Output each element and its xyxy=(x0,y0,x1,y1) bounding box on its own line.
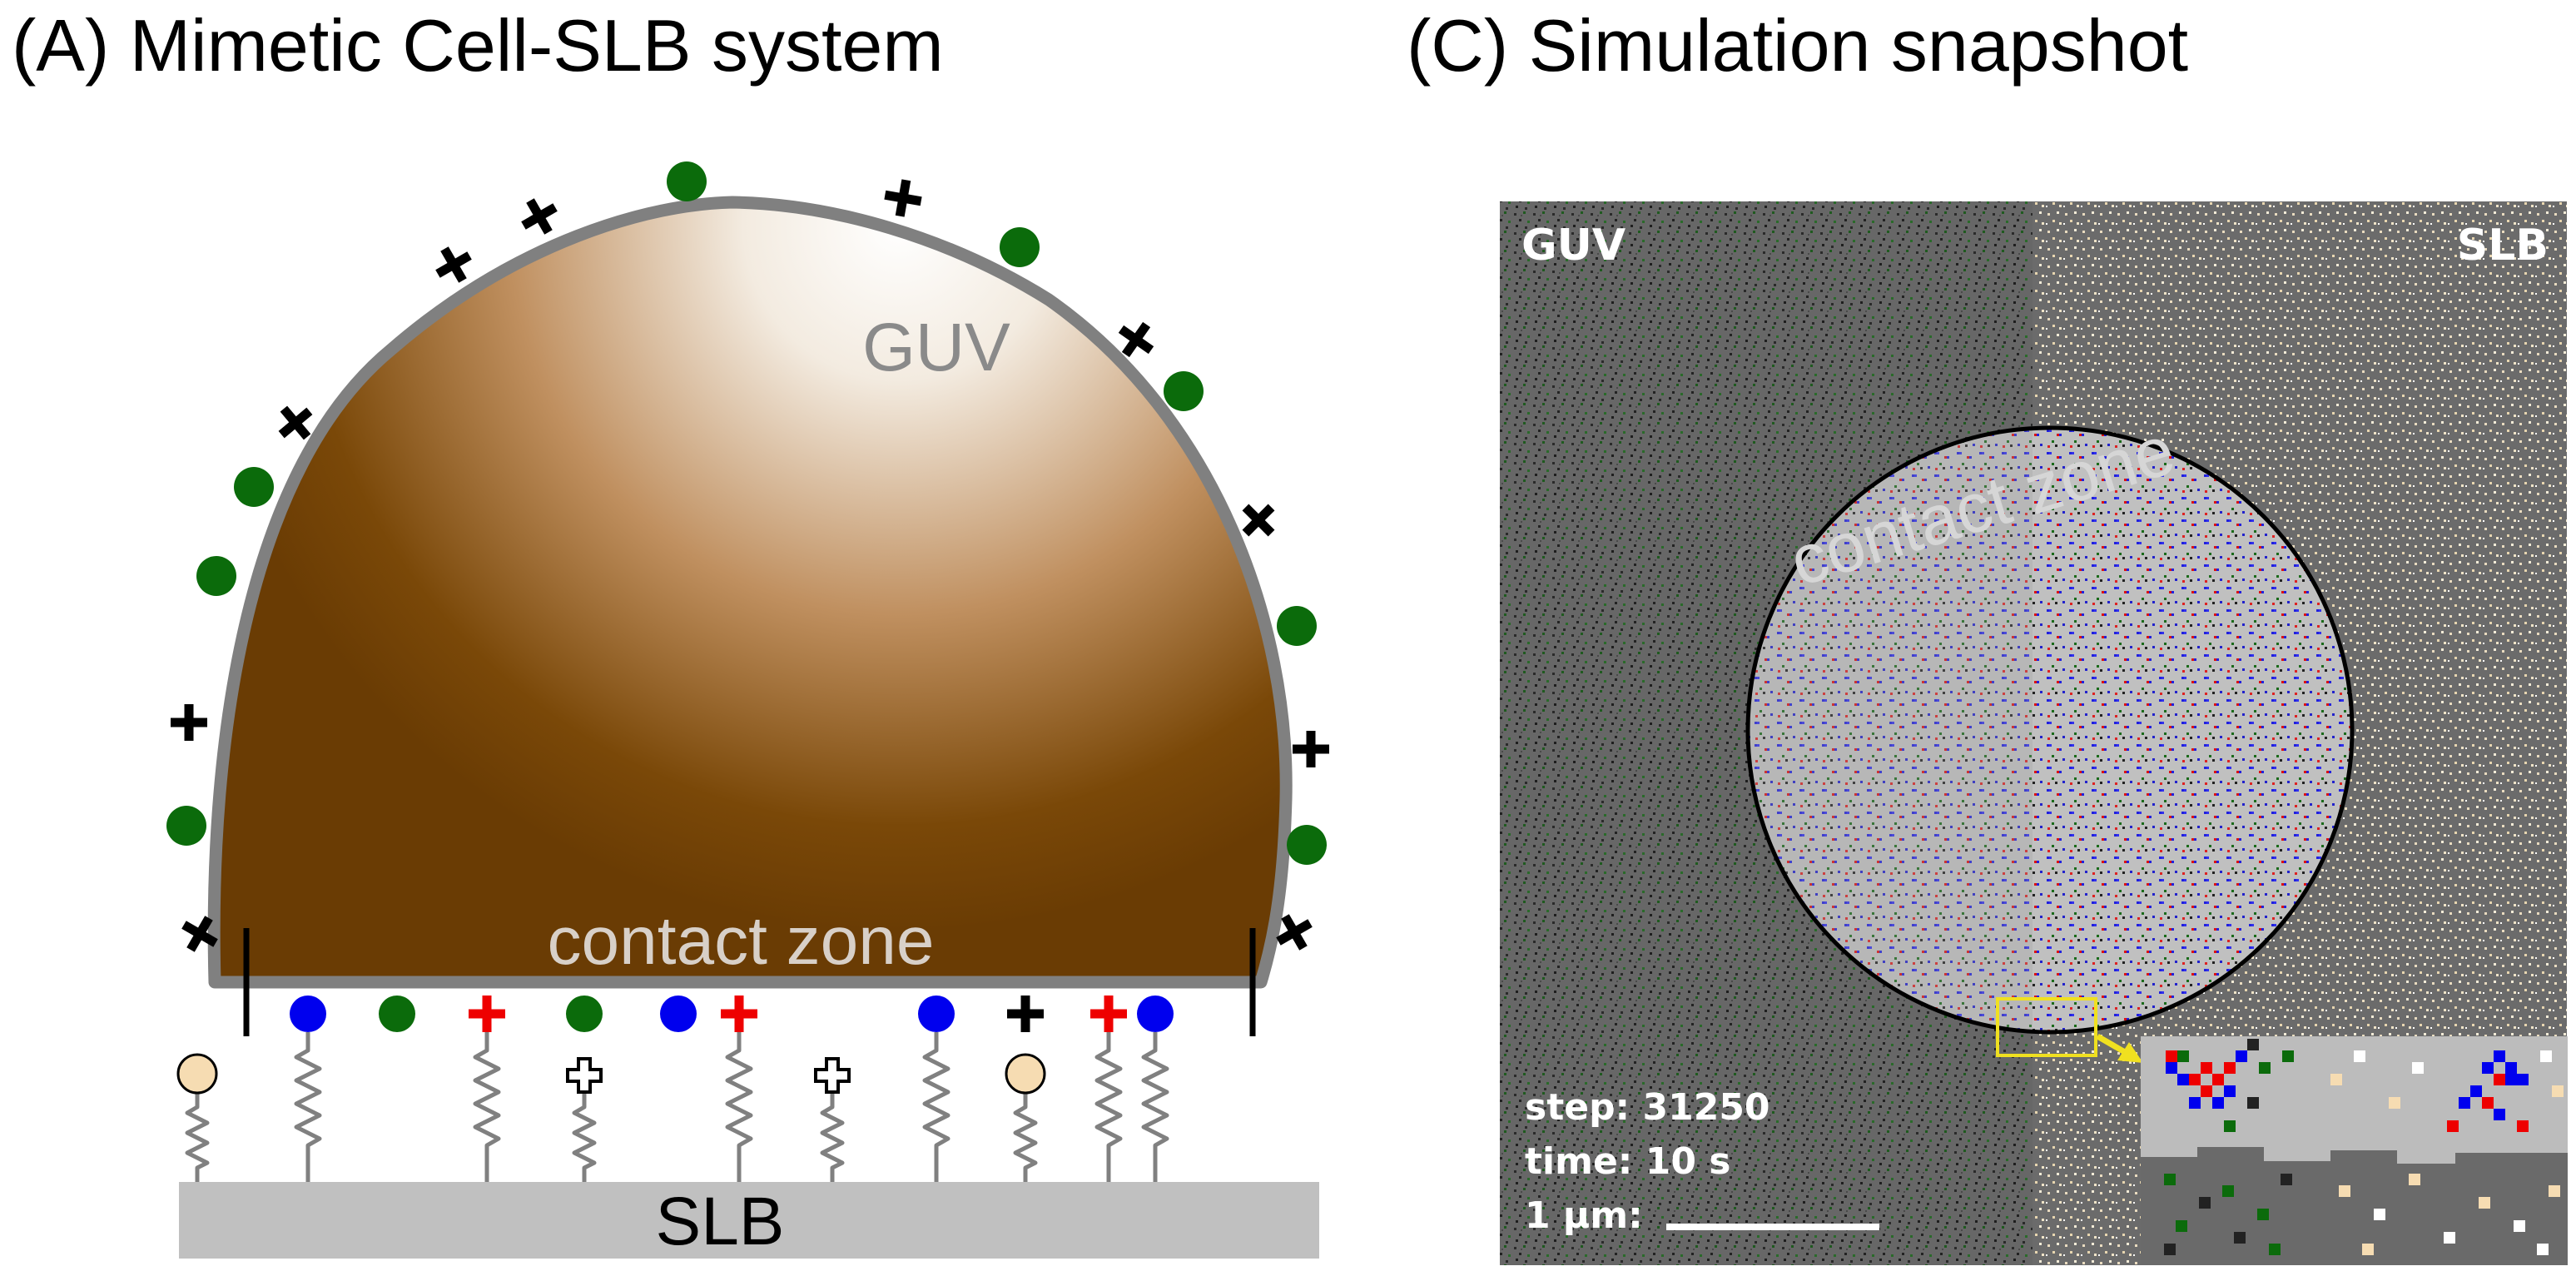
sim-contact-zone-circle xyxy=(1745,425,2355,1035)
surface-green-molecules xyxy=(166,161,1327,865)
sim-slb-label: SLB xyxy=(2457,221,2549,271)
black-cross-marker xyxy=(1118,321,1154,358)
black-cross-marker xyxy=(171,704,207,741)
inset-source-box xyxy=(1996,997,2097,1057)
inset-arrow-shaft xyxy=(2096,1033,2127,1055)
tan-molecule xyxy=(1005,1053,1046,1095)
spring-tether xyxy=(1094,1032,1123,1182)
guv-vesicle xyxy=(207,196,1293,989)
green-molecule xyxy=(667,161,707,201)
red-bound-receptor xyxy=(1090,996,1127,1032)
spring-tether xyxy=(185,1092,210,1182)
black-cross-marker xyxy=(1007,996,1044,1032)
blue-ligand xyxy=(1137,996,1174,1032)
blue-ligand xyxy=(660,996,697,1032)
spring-tether xyxy=(572,1092,597,1182)
sim-time-text: time: 10 s xyxy=(1525,1140,1730,1183)
green-molecule xyxy=(1287,825,1327,865)
inset-cluster-right xyxy=(2330,1050,2564,1132)
green-molecule xyxy=(379,996,415,1032)
tethers xyxy=(185,1032,1169,1182)
blue-ligand xyxy=(290,996,326,1032)
spring-tether xyxy=(922,1032,950,1182)
black-cross-marker xyxy=(1276,914,1313,951)
spring-tether xyxy=(1013,1092,1038,1182)
red-bound-receptor xyxy=(469,996,505,1032)
green-molecule xyxy=(1164,371,1204,411)
surface-black-receptors xyxy=(171,179,1329,952)
red-bound-receptor xyxy=(721,996,757,1032)
spring-tether xyxy=(473,1032,501,1182)
green-molecule xyxy=(566,996,603,1032)
contact-zone-molecules xyxy=(176,996,1174,1095)
contact-zone-label: contact zone xyxy=(548,903,935,979)
panel-c-simulation: contact zone GUV SLB step: 31250 time: 1… xyxy=(1500,201,2568,1265)
inset-arrow-head xyxy=(2117,1042,2143,1063)
spring-tether xyxy=(725,1032,753,1182)
panel-c-title: (C) Simulation snapshot xyxy=(1407,4,2189,87)
guv-label: GUV xyxy=(862,310,1010,385)
open-cross-marker xyxy=(814,1057,851,1094)
inset-zoom xyxy=(2141,1036,2568,1265)
black-cross-marker xyxy=(181,916,218,952)
panel-a-diagram: GUV contact zone xyxy=(166,161,1329,1259)
green-molecule xyxy=(166,806,206,846)
spring-tether xyxy=(294,1032,322,1182)
green-molecule xyxy=(1277,606,1317,646)
black-cross-marker xyxy=(521,198,558,235)
blue-ligand xyxy=(918,996,955,1032)
slb-bar xyxy=(179,1182,1319,1259)
spring-tether xyxy=(1141,1032,1169,1182)
black-cross-marker xyxy=(1293,731,1329,767)
inset-lower-particles xyxy=(2164,1174,2560,1255)
spring-tether xyxy=(820,1092,845,1182)
sim-guv-label: GUV xyxy=(1521,221,1626,271)
black-cross-marker xyxy=(435,246,472,283)
inset-cluster-left xyxy=(2166,1039,2294,1132)
open-cross-marker xyxy=(566,1057,603,1094)
slb-label: SLB xyxy=(656,1184,785,1259)
green-molecule xyxy=(1000,227,1040,267)
tan-molecule xyxy=(176,1053,218,1095)
black-cross-marker xyxy=(278,405,313,440)
black-cross-marker xyxy=(1242,504,1275,537)
panel-a-title: (A) Mimetic Cell-SLB system xyxy=(12,4,944,87)
black-cross-marker xyxy=(884,179,922,217)
green-molecule xyxy=(196,556,236,596)
green-molecule xyxy=(234,467,274,507)
sim-step-text: step: 31250 xyxy=(1525,1086,1770,1129)
sim-scale-text: 1 µm: xyxy=(1525,1194,1643,1237)
